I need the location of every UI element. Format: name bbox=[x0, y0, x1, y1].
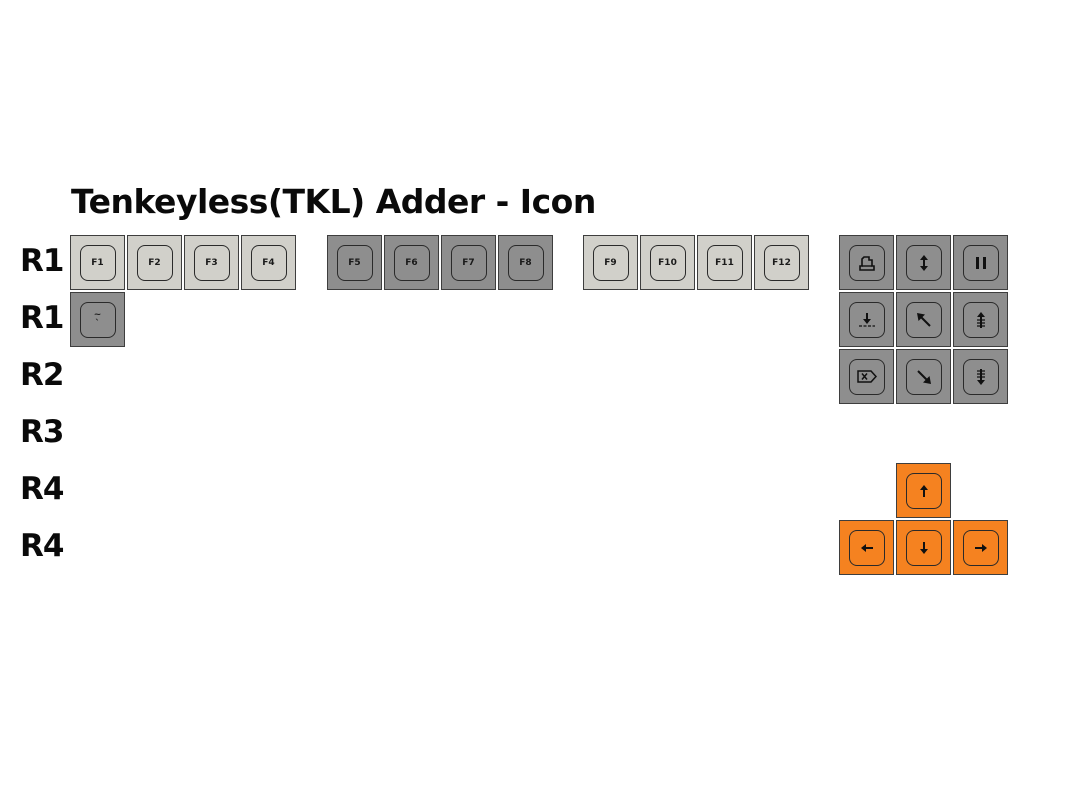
key-legend: F1 bbox=[79, 244, 116, 281]
grave-legend: ` bbox=[95, 318, 100, 329]
key-end[interactable] bbox=[896, 349, 951, 404]
key-arrow-left[interactable] bbox=[839, 520, 894, 575]
key-arrow-right[interactable] bbox=[953, 520, 1008, 575]
key-delete[interactable] bbox=[839, 349, 894, 404]
key-page-down[interactable] bbox=[953, 349, 1008, 404]
row-label-r1: R1 bbox=[20, 243, 64, 279]
row-label-r3: R3 bbox=[20, 414, 64, 450]
key-legend: F7 bbox=[450, 244, 487, 281]
key-legend: F6 bbox=[393, 244, 430, 281]
home-icon bbox=[916, 312, 931, 327]
key-f3[interactable]: F3 bbox=[184, 235, 239, 290]
arrow-down-icon bbox=[919, 541, 928, 554]
row-label-r4-second: R4 bbox=[20, 528, 64, 564]
key-f7[interactable]: F7 bbox=[441, 235, 496, 290]
key-arrow-down[interactable] bbox=[896, 520, 951, 575]
key-f11[interactable]: F11 bbox=[697, 235, 752, 290]
key-legend: F8 bbox=[507, 244, 544, 281]
row-label-r1-second: R1 bbox=[20, 300, 64, 336]
key-legend: F3 bbox=[193, 244, 230, 281]
key-pause[interactable] bbox=[953, 235, 1008, 290]
key-home[interactable] bbox=[896, 292, 951, 347]
key-f2[interactable]: F2 bbox=[127, 235, 182, 290]
delete-icon bbox=[856, 370, 877, 383]
key-legend: F9 bbox=[592, 244, 629, 281]
tilde-legend: ~ bbox=[93, 309, 102, 320]
key-f9[interactable]: F9 bbox=[583, 235, 638, 290]
key-f1[interactable]: F1 bbox=[70, 235, 125, 290]
arrow-left-icon bbox=[860, 543, 873, 552]
key-legend: F10 bbox=[649, 244, 686, 281]
pause-icon bbox=[975, 256, 986, 269]
scroll-lock-icon bbox=[919, 254, 928, 271]
key-arrow-up[interactable] bbox=[896, 463, 951, 518]
arrow-up-icon bbox=[919, 484, 928, 497]
page-up-icon bbox=[976, 311, 985, 328]
key-print-screen[interactable] bbox=[839, 235, 894, 290]
end-icon bbox=[916, 369, 931, 384]
key-legend: F11 bbox=[706, 244, 743, 281]
page-down-icon bbox=[976, 368, 985, 385]
key-legend: F2 bbox=[136, 244, 173, 281]
key-grave-tilde[interactable]: ~ ` bbox=[70, 292, 125, 347]
arrow-right-icon bbox=[974, 543, 987, 552]
key-legend: F4 bbox=[250, 244, 287, 281]
key-f4[interactable]: F4 bbox=[241, 235, 296, 290]
row-label-r4: R4 bbox=[20, 471, 64, 507]
insert-icon bbox=[858, 312, 875, 327]
print-screen-icon bbox=[858, 255, 875, 271]
key-insert[interactable] bbox=[839, 292, 894, 347]
key-page-up[interactable] bbox=[953, 292, 1008, 347]
key-f5[interactable]: F5 bbox=[327, 235, 382, 290]
key-legend: F12 bbox=[763, 244, 800, 281]
key-f8[interactable]: F8 bbox=[498, 235, 553, 290]
page-title: Tenkeyless(TKL) Adder - Icon bbox=[71, 182, 596, 221]
key-f6[interactable]: F6 bbox=[384, 235, 439, 290]
key-legend: F5 bbox=[336, 244, 373, 281]
row-label-r2: R2 bbox=[20, 357, 64, 393]
key-f12[interactable]: F12 bbox=[754, 235, 809, 290]
key-scroll-lock[interactable] bbox=[896, 235, 951, 290]
key-f10[interactable]: F10 bbox=[640, 235, 695, 290]
